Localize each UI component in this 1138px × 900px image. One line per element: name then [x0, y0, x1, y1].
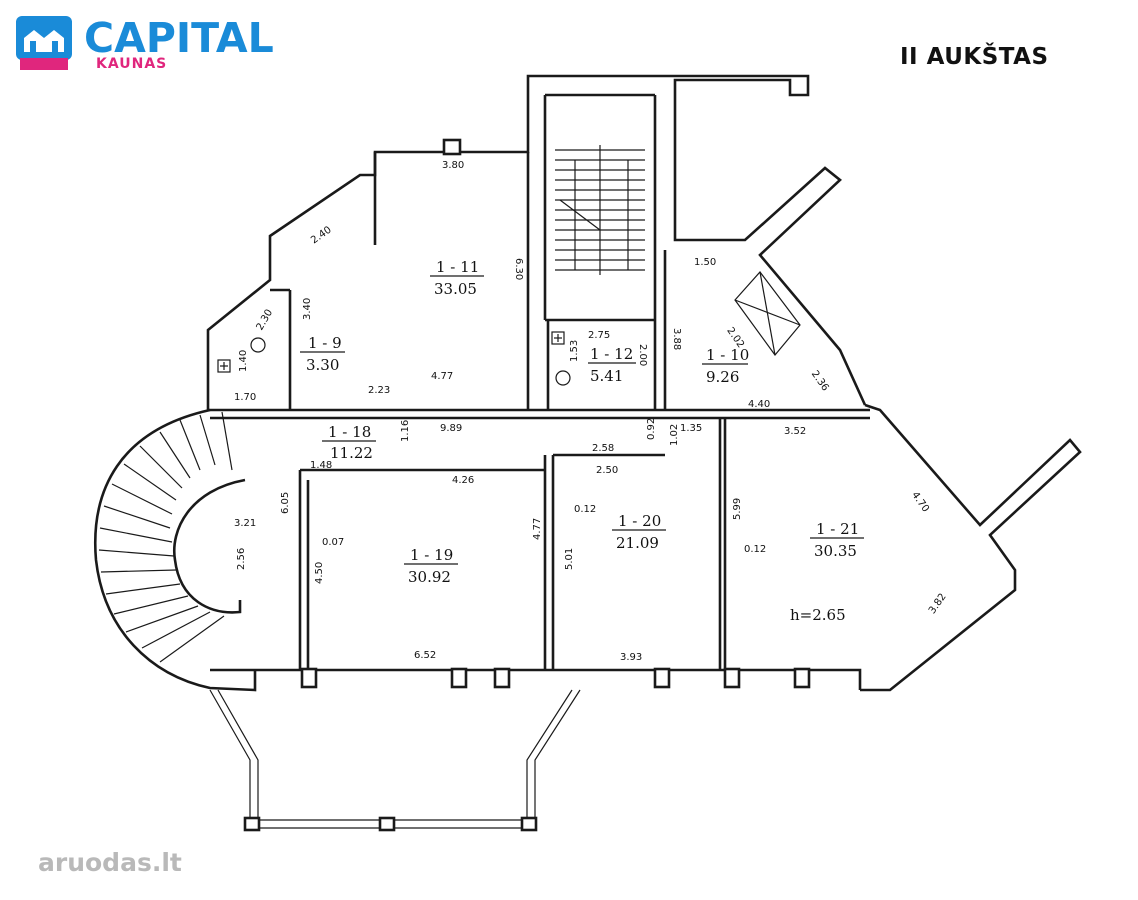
dim-label: 2.40	[309, 225, 334, 247]
room-1-21: 1 - 21 30.35 h=2.65	[790, 520, 864, 624]
dim-label: 0.07	[322, 537, 344, 548]
room-1-18-id: 1 - 18	[328, 423, 371, 441]
room-1-20-area: 21.09	[616, 534, 659, 552]
room-1-19: 1 - 19 30.92	[404, 546, 458, 586]
room-1-9: 1 - 9 3.30	[300, 334, 345, 374]
dim-label: 3.80	[442, 160, 464, 171]
dim-label: 2.36	[809, 369, 831, 394]
room-1-10-id: 1 - 10	[706, 346, 749, 364]
dim-label: 2.75	[588, 330, 610, 341]
elevator-shaft	[734, 271, 801, 356]
dim-label: 2.00	[637, 344, 648, 366]
dim-label: 6.30	[513, 258, 524, 280]
dim-label: 3.93	[620, 652, 642, 663]
dim-label: 0.12	[574, 504, 596, 515]
dim-label: 2.23	[368, 385, 390, 396]
dim-label: 1.50	[694, 257, 716, 268]
dim-label: 1.70	[234, 392, 256, 403]
dim-label: 3.21	[234, 518, 256, 529]
dim-label: 0.12	[744, 544, 766, 555]
room-1-18: 1 - 18 11.22	[322, 423, 376, 462]
dim-label: 9.89	[440, 423, 462, 434]
outer-wall-south	[210, 668, 862, 690]
ceiling-height-note: h=2.65	[790, 606, 846, 624]
room-1-12-area: 5.41	[590, 367, 623, 385]
room-1-21-area: 30.35	[814, 542, 857, 560]
dim-label: 1.48	[310, 460, 332, 471]
spiral-stair-outer	[94, 408, 257, 692]
room-1-11-id: 1 - 11	[436, 258, 479, 276]
room-1-12-id: 1 - 12	[590, 345, 633, 363]
spiral-stair-inner	[172, 478, 246, 614]
room-1-9-id: 1 - 9	[308, 334, 342, 352]
dim-label: 4.70	[909, 490, 931, 515]
dim-label: 4.40	[748, 399, 770, 410]
room-1-19-area: 30.92	[408, 568, 451, 586]
outer-wall-north	[206, 74, 867, 410]
room-1-12: 1 - 12 5.41	[588, 345, 636, 385]
house-logo-icon	[16, 16, 72, 70]
dim-label: 2.58	[592, 443, 614, 454]
dim-label: 3.82	[927, 592, 949, 617]
outer-wall-east	[860, 403, 1082, 692]
room-1-11: 1 - 11 33.05	[430, 258, 484, 298]
aruodas-watermark: aruodas.lt	[38, 848, 182, 877]
dim-label: 4.77	[431, 371, 453, 382]
dimension-labels: 3.80 2.40 6.30 3.40 2.30 1.40 1.70 2.23 …	[234, 160, 949, 663]
balcony-bay	[209, 689, 581, 829]
dim-label: 4.77	[532, 518, 543, 540]
interior-walls	[208, 93, 870, 670]
dim-label: 4.26	[452, 475, 474, 486]
dim-label: 5.99	[732, 498, 743, 520]
dim-label: 6.52	[414, 650, 436, 661]
room-1-9-area: 3.30	[306, 356, 339, 374]
room-1-11-area: 33.05	[434, 280, 477, 298]
dim-label: 3.88	[671, 328, 682, 350]
dim-label: 4.50	[314, 562, 325, 584]
room-1-21-id: 1 - 21	[816, 520, 859, 538]
room-1-20-id: 1 - 20	[618, 512, 661, 530]
straight-staircase	[555, 145, 645, 275]
room-1-10-area: 9.26	[706, 368, 739, 386]
dim-label: 3.40	[302, 298, 313, 320]
dim-label: 2.30	[255, 308, 276, 333]
room-1-18-area: 11.22	[330, 444, 373, 462]
dim-label: 1.40	[238, 350, 249, 372]
dim-label: 3.52	[784, 426, 806, 437]
dim-label: 1.16	[400, 420, 411, 442]
room-1-20: 1 - 20 21.09	[612, 512, 666, 552]
dim-label: 5.01	[564, 548, 575, 570]
dim-label: 2.56	[236, 548, 247, 570]
dim-label: 6.05	[280, 492, 291, 514]
dim-label: 0.92	[646, 418, 657, 440]
balcony-posts	[243, 138, 811, 832]
floor-title: II AUKŠTAS	[900, 44, 1049, 70]
capital-kaunas-logo: CAPITAL KAUNAS	[14, 12, 284, 76]
toilet-fixtures	[217, 331, 571, 386]
room-1-10: 1 - 10 9.26	[702, 346, 749, 386]
dim-label: 2.50	[596, 465, 618, 476]
spiral-stair-treads	[98, 411, 233, 663]
room-1-19-id: 1 - 19	[410, 546, 453, 564]
brand-name: CAPITAL	[84, 14, 274, 62]
dim-label: 1.02	[669, 424, 680, 446]
brand-subtitle: KAUNAS	[96, 56, 168, 72]
dim-label: 1.35	[680, 423, 702, 434]
dim-label: 1.53	[569, 340, 580, 362]
